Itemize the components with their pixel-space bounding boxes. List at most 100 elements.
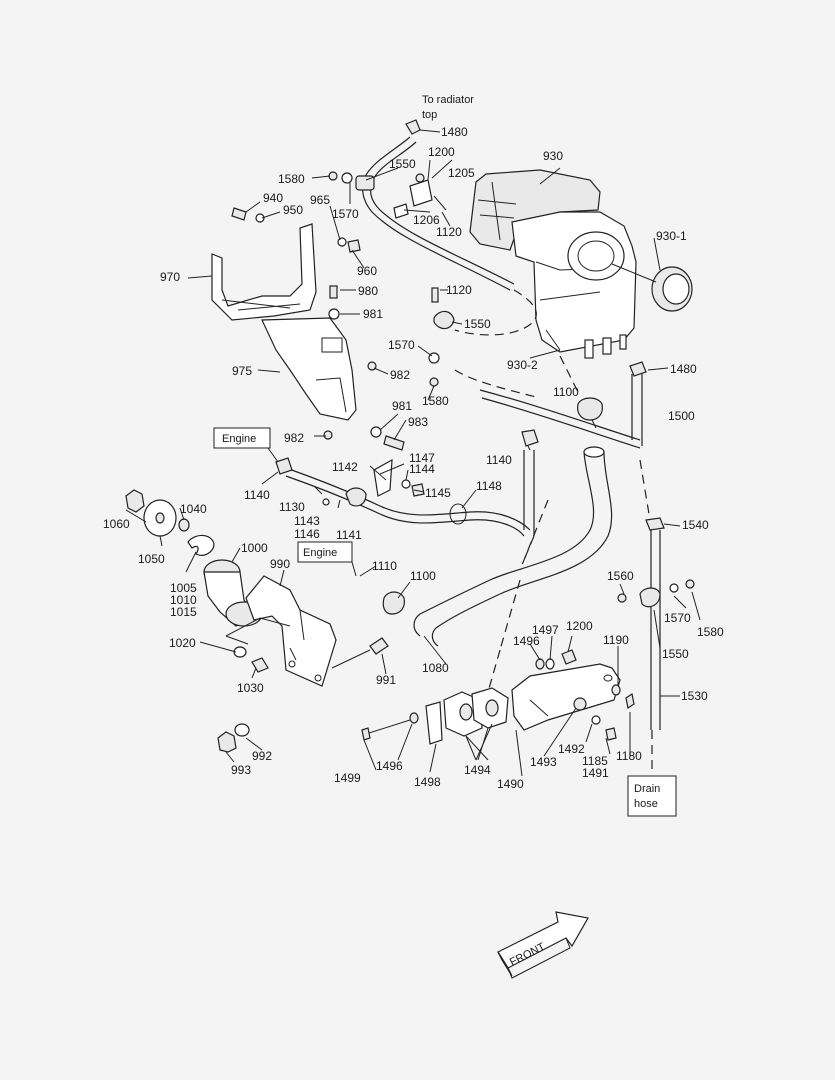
label-1550-mid: 1550 [464, 317, 491, 331]
label-965: 965 [310, 193, 330, 207]
label-993: 993 [231, 763, 251, 777]
label-1560: 1560 [607, 569, 634, 583]
label-1206: 1206 [413, 213, 440, 227]
clamp-1480-mid[interactable] [629, 361, 647, 377]
label-992: 992 [252, 749, 272, 763]
mounting-bracket-970[interactable] [211, 223, 317, 321]
label-1190: 1190 [603, 633, 629, 647]
label-991: 991 [376, 673, 396, 687]
bracket-990[interactable] [245, 575, 337, 687]
label-1120-mid: 1120 [446, 283, 472, 297]
bracket-1205[interactable] [393, 173, 447, 219]
washer-992[interactable] [234, 723, 250, 737]
label-1010: 1010 [170, 593, 197, 607]
label-1580-top: 1580 [278, 172, 305, 186]
label-1145: 1145 [425, 486, 451, 500]
label-1140-left: 1140 [244, 488, 270, 502]
washer-1050[interactable] [143, 499, 177, 537]
label-930: 930 [543, 149, 563, 163]
label-1550-top: 1550 [389, 157, 416, 171]
label-1015: 1015 [170, 605, 197, 619]
label-930-2: 930-2 [507, 358, 538, 372]
label-1148: 1148 [476, 479, 502, 493]
label-1491: 1491 [582, 766, 609, 780]
label-1494: 1494 [464, 763, 491, 777]
label-1200-lower: 1200 [566, 619, 593, 633]
drain-hose-text-line2: hose [634, 798, 658, 810]
clamp-1140-right[interactable] [521, 429, 539, 447]
bolt-980[interactable] [328, 285, 340, 320]
clamp-1140-left[interactable] [275, 457, 293, 475]
label-1100-upper: 1100 [553, 385, 579, 399]
bracket-1490[interactable] [511, 663, 621, 731]
label-1530: 1530 [681, 689, 708, 703]
label-1060: 1060 [103, 517, 130, 531]
label-1492: 1492 [558, 742, 585, 756]
label-1570-mid: 1570 [388, 338, 415, 352]
label-1147: 1147 [409, 451, 435, 465]
engine-box-2-text: Engine [303, 547, 337, 559]
clamp-1540[interactable] [645, 517, 665, 531]
label-1005: 1005 [170, 581, 197, 595]
rubber-block-1494[interactable] [443, 687, 509, 737]
spacer-1040[interactable] [178, 518, 190, 532]
front-direction-arrow: FRONT [497, 911, 589, 979]
mounting-bracket-975[interactable] [261, 317, 357, 421]
label-1496-lower: 1496 [376, 759, 403, 773]
nut-1190[interactable] [591, 684, 635, 741]
label-981-lower: 981 [392, 399, 412, 413]
hose-clamp-1480-top[interactable] [405, 119, 421, 135]
clamp-1100-lower[interactable] [382, 591, 405, 615]
label-1020: 1020 [169, 636, 196, 650]
washer-1496-lower[interactable] [409, 712, 419, 724]
fitting-1141[interactable] [322, 487, 367, 507]
label-1120-top: 1120 [436, 225, 462, 239]
label-1146: 1146 [294, 527, 320, 541]
label-990: 990 [270, 557, 290, 571]
reservoir-cap[interactable] [567, 231, 693, 312]
nut-1060[interactable] [125, 489, 145, 513]
clamp-1100-upper[interactable] [577, 397, 603, 429]
label-975: 975 [232, 364, 252, 378]
washer-1020[interactable] [233, 646, 247, 658]
label-980: 980 [358, 284, 378, 298]
bolt-991[interactable] [331, 637, 389, 669]
label-1143: 1143 [294, 514, 320, 528]
plate-1498[interactable] [425, 701, 443, 745]
bolt-1499[interactable] [361, 719, 411, 741]
label-960: 960 [357, 264, 377, 278]
bolt-1030[interactable] [251, 657, 269, 673]
clip-1005[interactable] [187, 534, 215, 556]
label-1185: 1185 [582, 754, 608, 768]
label-1550-drain: 1550 [662, 647, 689, 661]
nut-960[interactable] [337, 237, 361, 253]
label-1490: 1490 [497, 777, 524, 791]
rubber-mount-1000[interactable] [203, 559, 263, 627]
label-1497: 1497 [532, 623, 559, 637]
label-1180: 1180 [616, 749, 642, 763]
nut-1580-top[interactable] [328, 171, 353, 184]
label-1200-top: 1200 [428, 145, 455, 159]
label-983: 983 [408, 415, 428, 429]
label-970: 970 [160, 270, 180, 284]
label-1080: 1080 [422, 661, 449, 675]
engine-hose-1130[interactable] [285, 450, 535, 561]
washers-1496-1497[interactable] [535, 649, 577, 670]
nut-993[interactable] [217, 731, 237, 753]
bolt-940[interactable] [231, 207, 265, 223]
label-1130: 1130 [279, 500, 305, 514]
drain-hose-1530[interactable] [639, 459, 661, 774]
clamp-1550-drain[interactable] [617, 579, 695, 608]
radiator-top-hose[interactable] [362, 136, 537, 336]
spring-clip-1148[interactable] [449, 503, 467, 525]
label-1050: 1050 [138, 552, 165, 566]
label-1142: 1142 [332, 460, 358, 474]
overflow-hose-1500[interactable] [454, 355, 643, 449]
label-1499: 1499 [334, 771, 361, 785]
clamp-1550-top[interactable] [355, 175, 375, 191]
label-1498: 1498 [414, 775, 441, 789]
label-1205: 1205 [448, 166, 475, 180]
label-1570-drain: 1570 [664, 611, 691, 625]
clamp-1550-mid[interactable] [428, 287, 455, 387]
label-1493: 1493 [530, 755, 557, 769]
